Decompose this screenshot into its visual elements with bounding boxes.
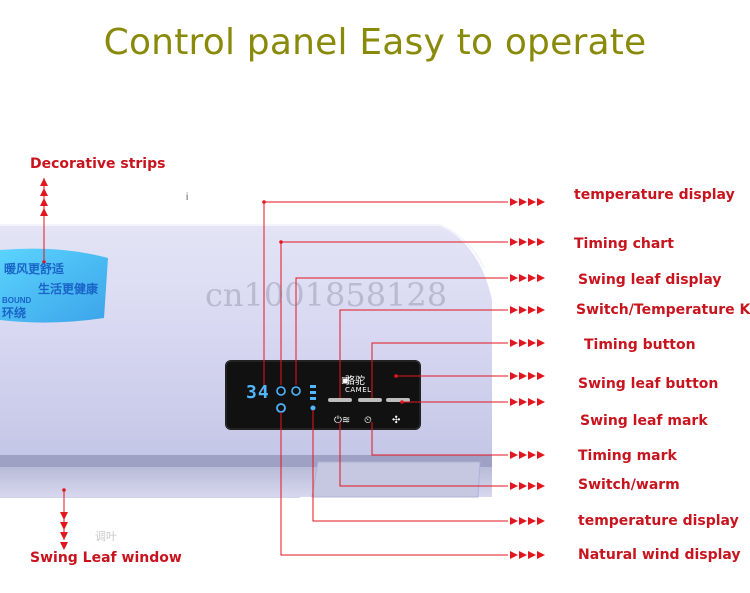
sticker-line-2: 生活更健康 — [38, 280, 98, 297]
label-timing-mark: Timing mark — [578, 448, 677, 464]
label-temperature-display-top: temperature display — [574, 187, 735, 203]
arrows-timing-button — [510, 339, 545, 347]
arrows-timing-chart — [510, 238, 545, 246]
level-bar-1 — [310, 385, 316, 388]
sticker-line-1: 暖风更舒适 — [4, 260, 64, 277]
label-swing-leaf-mark: Swing leaf mark — [580, 413, 708, 429]
level-bar-2 — [310, 391, 316, 394]
bottom-small-text: 调叶 — [95, 528, 117, 544]
watermark: cn1001858128 — [205, 276, 447, 314]
small-mark: i — [186, 192, 188, 203]
arrows-swing-leaf-button — [510, 372, 545, 380]
arrows-switch-temperature-key — [510, 306, 545, 314]
sticker-line-4: 环绕 — [2, 304, 26, 321]
label-decorative-strips: Decorative strips — [30, 156, 165, 172]
vent-grille — [312, 462, 480, 497]
temperature-lcd: 34 — [246, 382, 270, 403]
label-swing-leaf-display: Swing leaf display — [578, 272, 722, 288]
temperature-display-indicator — [311, 406, 316, 411]
arrows-natural-wind-display — [510, 551, 545, 559]
label-temperature-display-bottom: temperature display — [578, 513, 739, 529]
label-timing-button: Timing button — [584, 337, 696, 353]
label-switch-warm: Switch/warm — [578, 477, 680, 493]
brand-name-en: CAMEL — [345, 386, 372, 394]
label-switch-temperature-key: Switch/Temperature Key — [576, 302, 750, 318]
arrows-swing-leaf-display — [510, 274, 545, 282]
label-swing-leaf-button: Swing leaf button — [578, 376, 718, 392]
arrows-timing-mark — [510, 451, 545, 459]
swing-leaf-button — [386, 398, 410, 402]
arrows-temperature-display-top — [510, 198, 545, 206]
label-natural-wind-display: Natural wind display — [578, 547, 741, 563]
decorative-sticker: 暖风更舒适 生活更健康 BOUND 环绕 — [0, 252, 110, 322]
arrows-switch-warm — [510, 482, 545, 490]
switch-temperature-key — [328, 398, 352, 402]
switch-warm-icon: ⏻≋ — [334, 415, 350, 426]
brand-logo: 骆驼 CAMEL — [345, 372, 372, 394]
level-bar-3 — [310, 397, 316, 400]
timing-mark-icon: ⏲ — [364, 415, 372, 426]
label-timing-chart: Timing chart — [574, 236, 674, 252]
arrows-temperature-display-bottom — [510, 517, 545, 525]
timing-button — [358, 398, 382, 402]
swing-leaf-mark-icon: ✣ — [392, 415, 400, 426]
arrows-swing-leaf-mark — [510, 398, 545, 406]
label-swing-leaf-window: Swing Leaf window — [30, 550, 182, 566]
